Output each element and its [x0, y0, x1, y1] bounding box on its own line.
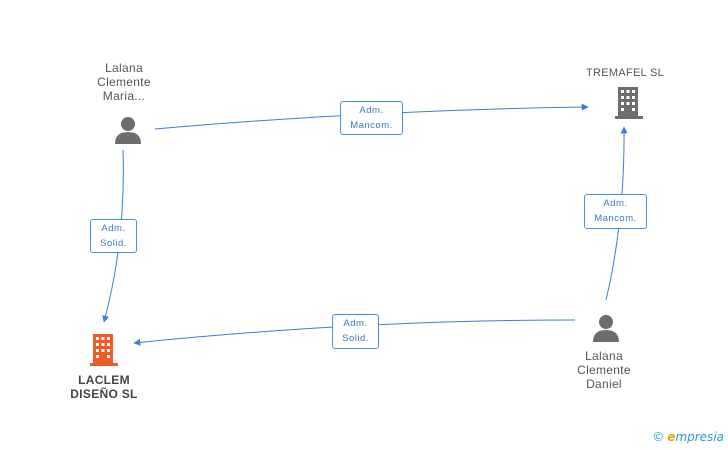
edge-label-line: Adm.	[603, 198, 628, 209]
brand-name: mpresia	[675, 430, 724, 444]
edge-label-line: Solid.	[100, 238, 127, 249]
copyright-icon: ©	[652, 430, 665, 444]
person-label-daniel: Lalana Clemente Daniel	[564, 349, 644, 391]
person-label-maria: Lalana Clemente Maria...	[84, 61, 164, 103]
company-label-tremafel: TREMAFEL SL	[575, 66, 675, 80]
person-label-line: Lalana	[585, 349, 623, 363]
person-label-line: Daniel	[586, 377, 622, 391]
company-label-line: TREMAFEL SL	[585, 67, 665, 79]
brand-initial: e	[667, 430, 676, 444]
person-label-line: Maria...	[102, 89, 146, 103]
edge-label-line: Mancom.	[594, 213, 637, 224]
edge-label-line: Adm.	[101, 223, 126, 234]
edge-label-adm-mancom: Adm. Mancom.	[584, 194, 647, 229]
person-label-line: Clemente	[577, 363, 631, 377]
person-icon[interactable]	[113, 115, 143, 145]
building-icon[interactable]	[614, 86, 644, 120]
person-label-line: Clemente	[97, 75, 151, 89]
edge-label-line: Adm.	[343, 318, 368, 329]
edge-label-adm-solid: Adm. Solid.	[332, 314, 379, 349]
edge-label-line: Mancom.	[350, 120, 393, 131]
edge-label-line: Solid.	[342, 333, 369, 344]
building-icon[interactable]	[89, 333, 119, 367]
person-icon[interactable]	[591, 313, 621, 343]
edge-label-adm-mancom: Adm. Mancom.	[340, 101, 403, 135]
person-label-line: Lalana	[105, 61, 143, 75]
company-label-line: LACLEM	[78, 373, 130, 387]
brand-logo[interactable]: ©empresia	[652, 430, 724, 444]
edge-label-adm-solid: Adm. Solid.	[90, 219, 137, 253]
company-label-laclem: LACLEM DISEÑO SL	[54, 373, 154, 401]
company-label-line: DISEÑO SL	[70, 387, 138, 401]
edge-label-line: Adm.	[359, 105, 384, 116]
